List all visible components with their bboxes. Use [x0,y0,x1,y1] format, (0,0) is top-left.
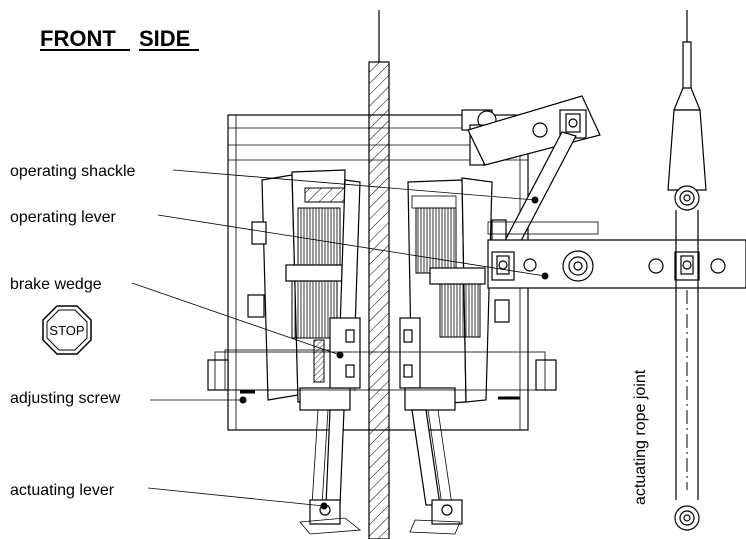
leader-dot-operating-shackle [531,196,539,204]
leader-dot-brake-wedge [336,351,344,359]
title-side: SIDE [139,26,190,51]
leader-lines [131,169,549,510]
leader-operating-lever [157,214,546,277]
leader-dot-adjusting-screw [239,396,247,404]
page-title: FRONT SIDE [40,26,199,51]
guide-rail [368,61,390,539]
stop-sign-text: STOP [49,323,84,338]
label-brake-wedge: brake wedge [10,276,102,293]
leader-operating-shackle [172,169,536,201]
stop-sign: STOP [42,305,92,355]
leader-brake-wedge [131,282,341,356]
label-actuating-rope-joint: actuating rope joint [632,369,649,505]
leader-actuating-lever [147,487,325,507]
title-front: FRONT [40,26,116,51]
label-actuating-lever: actuating lever [10,482,115,499]
leader-dot-operating-lever [541,272,549,280]
operating-lever-arm [467,95,601,166]
actuating-rope-joint [667,10,707,531]
label-operating-lever: operating lever [10,209,117,226]
label-operating-shackle: operating shackle [10,163,136,180]
label-adjusting-screw: adjusting screw [10,390,121,407]
operating-bar [487,221,746,289]
leader-dot-actuating-lever [320,502,328,510]
right-brake-block [399,177,557,411]
